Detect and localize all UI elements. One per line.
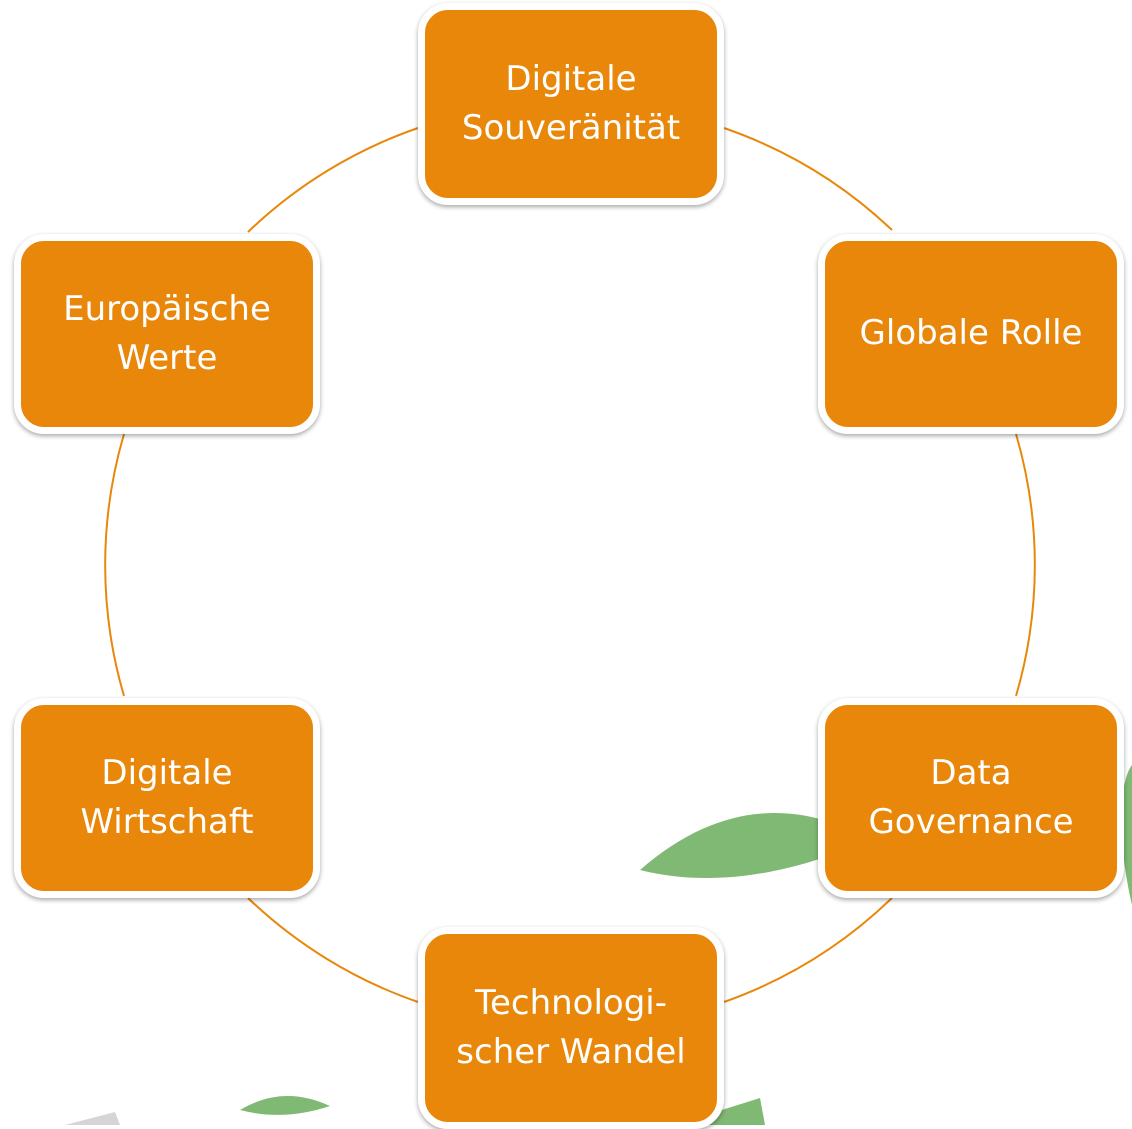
node-label: Digitale Souveränität <box>461 58 681 148</box>
node-digitale-wirtschaft: Digitale Wirtschaft <box>14 698 320 898</box>
node-data-governance: Data Governance <box>818 698 1124 898</box>
node-globale-rolle: Globale Rolle <box>818 234 1124 434</box>
node-label: Data Governance <box>868 752 1074 842</box>
connector-arc <box>247 897 419 1003</box>
connector-arc <box>723 127 893 231</box>
green-leaf-shape <box>640 812 870 879</box>
node-europaeische-werte: Europäische Werte <box>14 234 320 434</box>
green-leaf-shape <box>240 1095 330 1115</box>
node-label: Globale Rolle <box>859 313 1083 354</box>
node-label: Technologi- scher Wandel <box>456 982 686 1072</box>
node-label: Europäische Werte <box>63 288 271 378</box>
grey-bar-shape <box>65 1112 120 1125</box>
connector-arc <box>104 433 125 697</box>
node-digitale-souveraenitaet: Digitale Souveränität <box>418 3 724 205</box>
connector-arc <box>1015 433 1036 697</box>
node-label: Digitale Wirtschaft <box>80 752 254 842</box>
node-technologischer-wandel: Technologi- scher Wandel <box>418 927 724 1129</box>
connector-arc <box>247 127 419 233</box>
connector-arc <box>723 897 893 1003</box>
